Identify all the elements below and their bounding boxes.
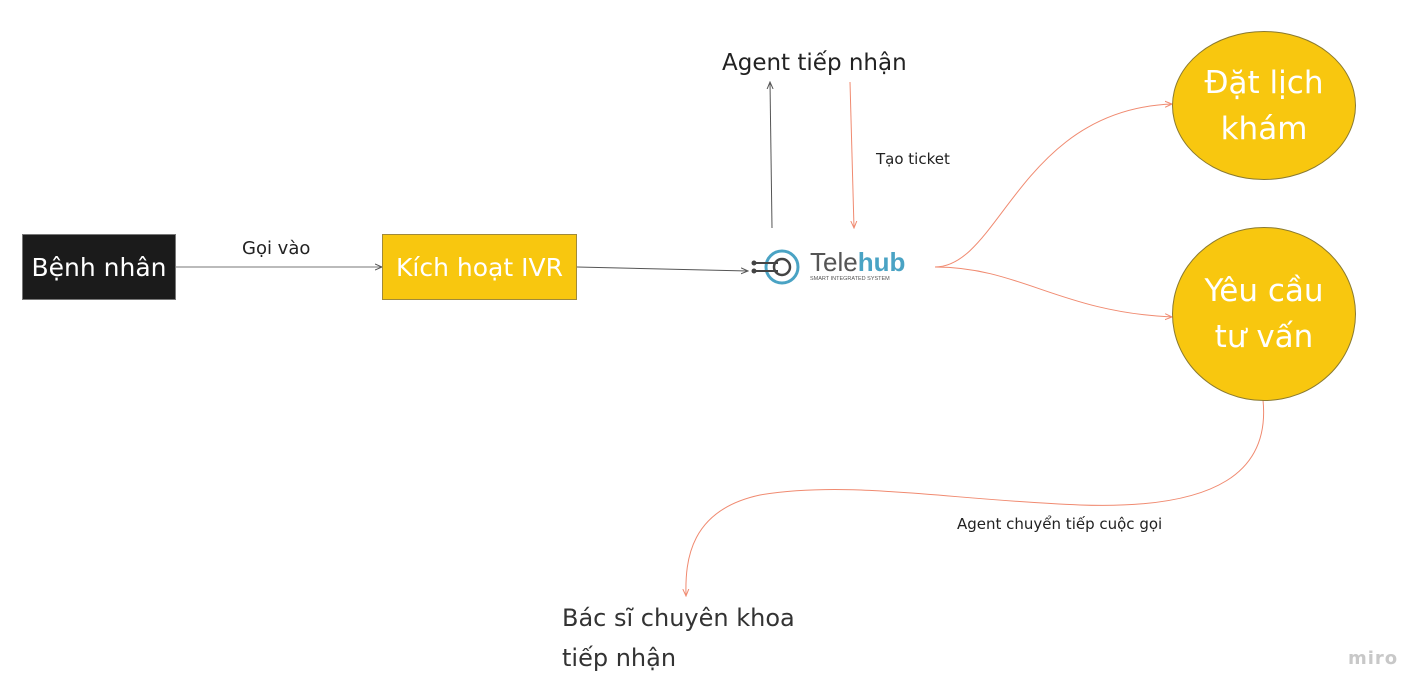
- edge-telehub-booking: [934, 104, 1172, 268]
- telehub-icon: [751, 249, 800, 285]
- node-agent[interactable]: Agent tiếp nhận: [722, 50, 907, 76]
- edge-consult-specialist: [686, 399, 1265, 596]
- node-patient[interactable]: Bệnh nhân: [22, 234, 176, 300]
- edge-ivr-telehub: [576, 266, 748, 271]
- miro-watermark: miro: [1348, 648, 1399, 669]
- edge-agent-ticket: [849, 81, 854, 228]
- telehub-logo[interactable]: Telehub SMART INTEGRATED SYSTEM: [750, 246, 910, 288]
- edge-label-call-in: Gọi vào: [242, 238, 311, 259]
- edge-label-forward-call: Agent chuyển tiếp cuộc gọi: [957, 515, 1163, 533]
- edge-telehub-agent: [770, 82, 772, 229]
- edge-telehub-consult: [934, 266, 1172, 317]
- edge-label-create-ticket: Tạo ticket: [876, 150, 950, 168]
- node-ivr[interactable]: Kích hoạt IVR: [382, 234, 577, 300]
